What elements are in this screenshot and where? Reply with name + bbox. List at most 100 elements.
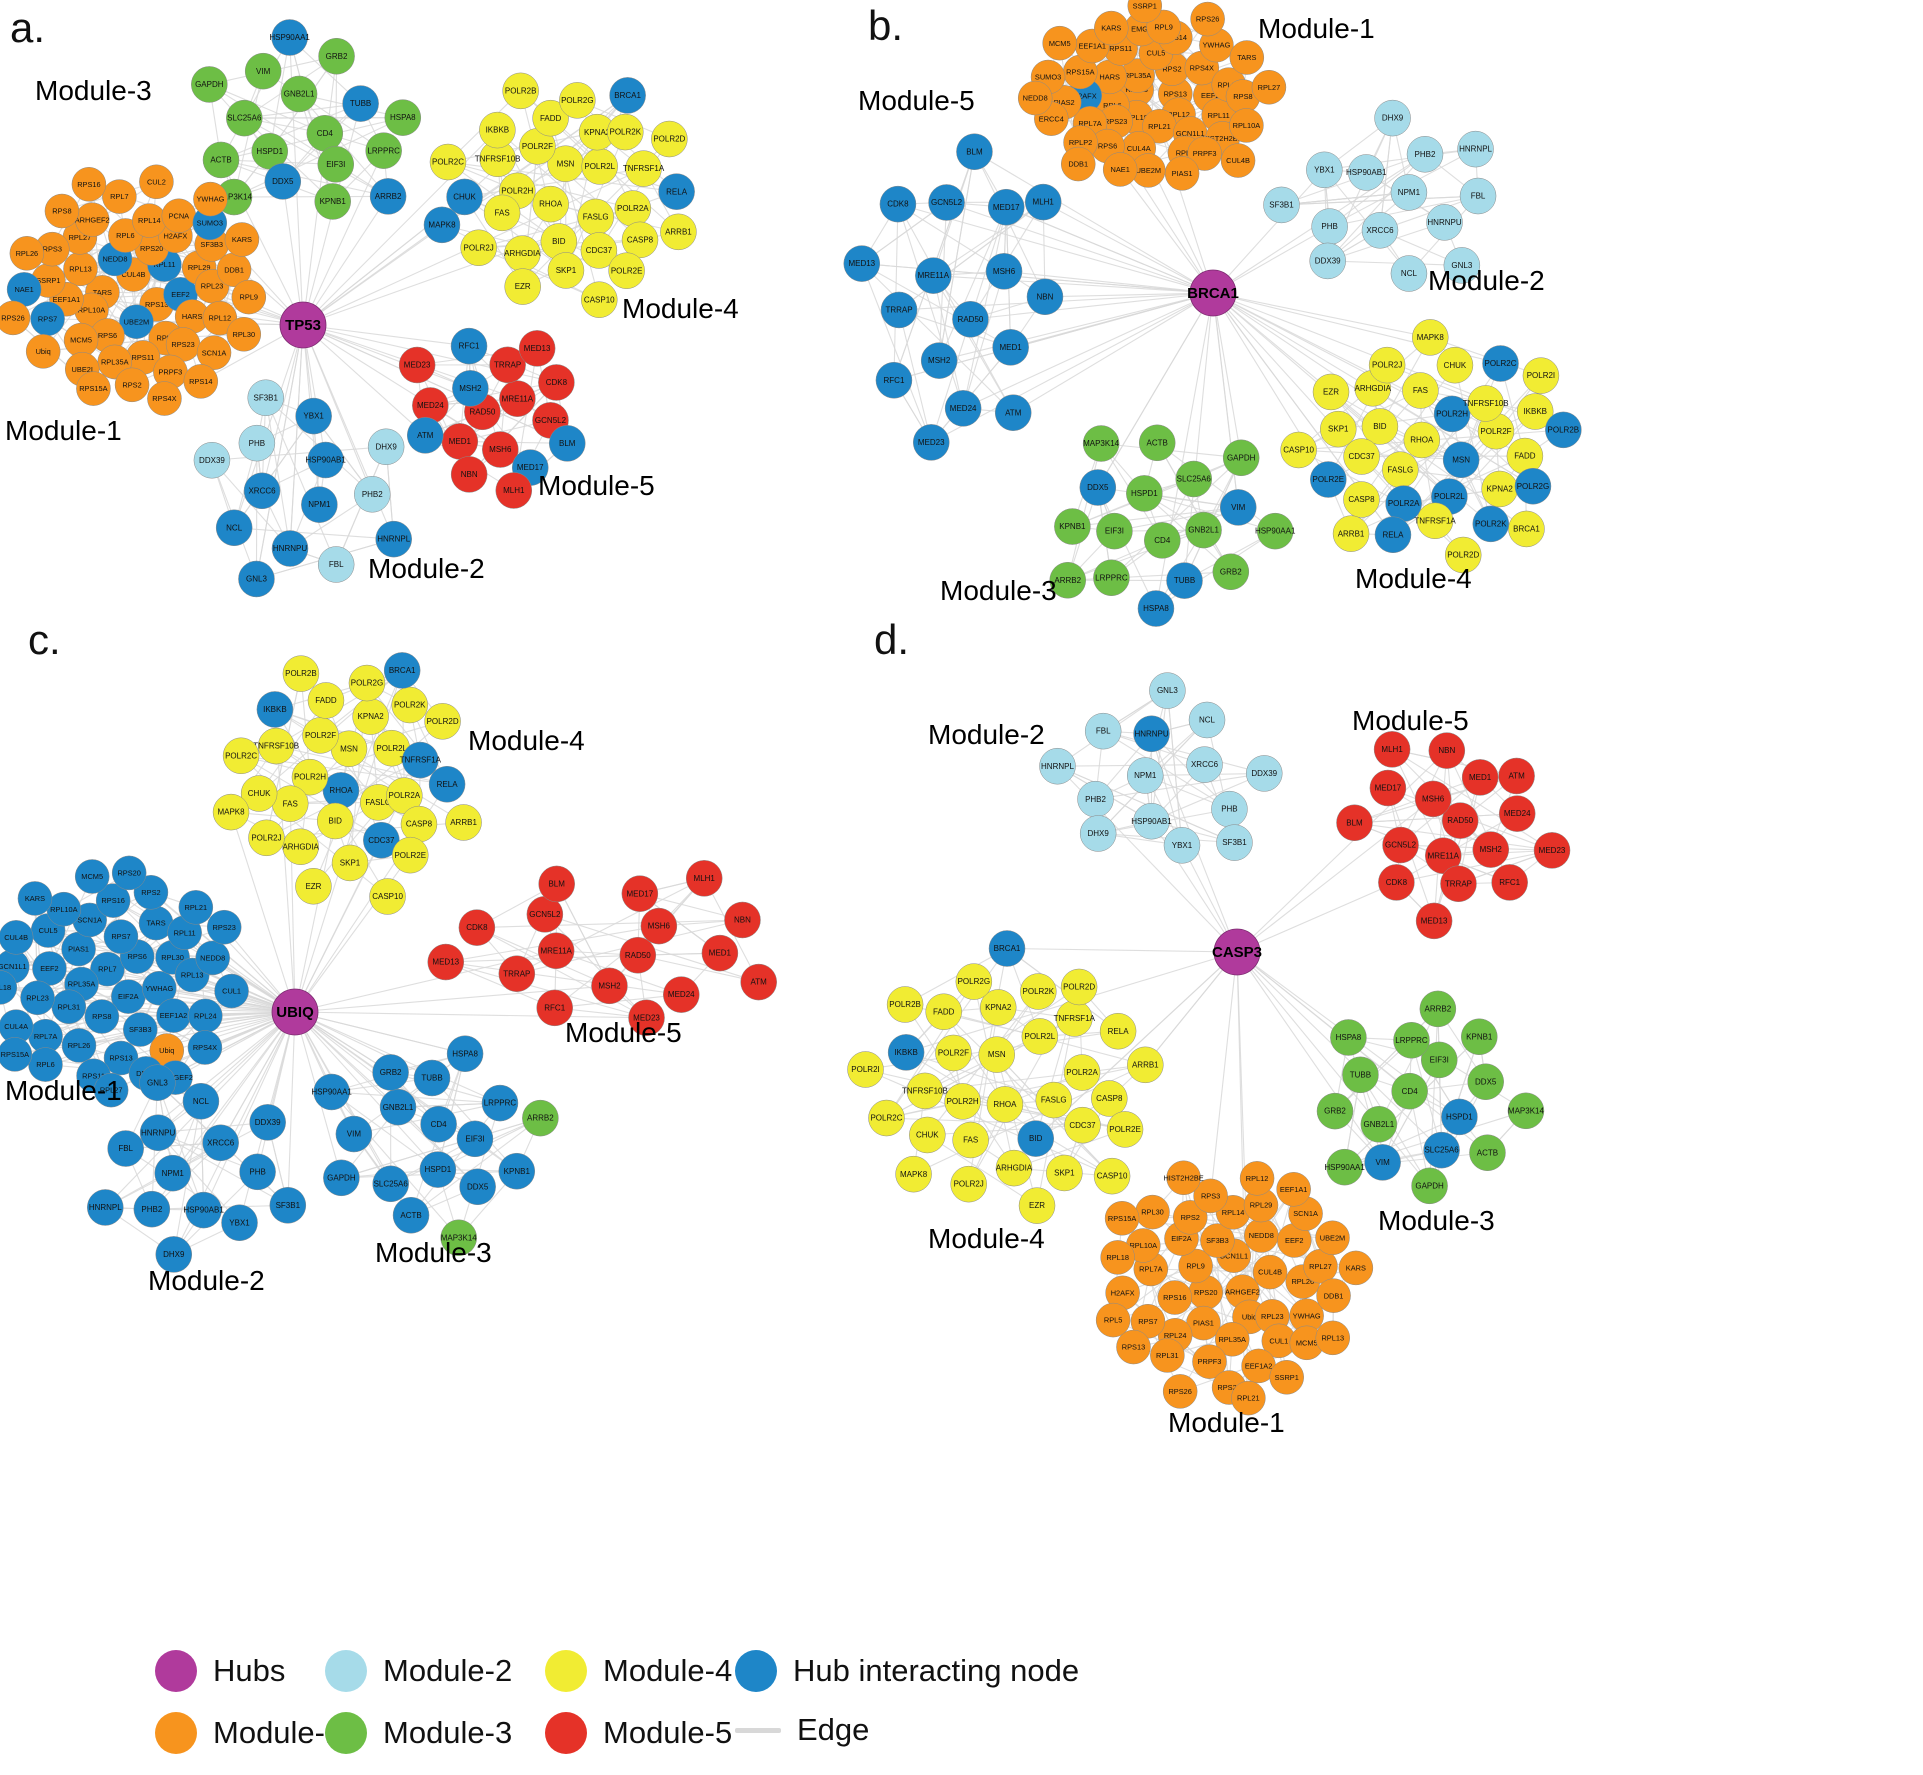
node-d-POLR2B [886,986,924,1023]
node-c-RELA [428,765,466,803]
node-b-POLR2G [1514,467,1552,505]
node-c-POLR2K [391,686,428,724]
node-a-POLR2G [559,82,596,119]
module3-swatch [325,1712,367,1754]
node-c-RPL27 [93,1072,129,1108]
node-d-MAP3K14 [1507,1092,1545,1130]
node-b-HNRNPL [1457,130,1494,168]
edge [1354,813,1518,824]
edge [331,1091,439,1171]
node-a-RPS16 [71,167,107,202]
node-a-RPL14 [132,203,167,238]
node-b-GRB2 [1212,553,1250,591]
node-c-ATM [740,963,777,1001]
node-a-CDC37 [580,232,618,269]
node-b-RFC1 [875,361,913,399]
edge [1329,153,1426,228]
node-c-RPL31 [51,989,87,1024]
node-c-BRCA1 [383,652,421,689]
node-b-POLR2K [1472,505,1510,543]
node-b-SLC25A6 [1175,460,1213,498]
edge [1133,1346,1230,1389]
module-label-d-module5: Module-5 [1352,705,1469,736]
hub-edge [962,292,1214,409]
edge [233,117,404,198]
edge [1382,1059,1440,1163]
node-b-TNFRSF10B [1467,385,1504,422]
node-b-ATM [994,394,1032,431]
node-d-EZR [1018,1187,1056,1224]
node-b-EZR [1312,373,1350,411]
edge [234,527,394,540]
node-b-KARS [1094,10,1129,46]
edge [1097,486,1239,508]
node-a-SLC25A6 [226,99,263,137]
node-a-RPS15A [76,371,111,406]
node-d-HSPD1 [1441,1098,1478,1136]
node-a-POLR2L [581,148,618,185]
node-b-MED13 [843,245,881,282]
node-b-MCM5 [1042,25,1077,61]
node-a-HNRNPU [271,530,309,567]
node-c-HNRNPU [139,1114,177,1151]
node-c-VIM [335,1115,373,1153]
node-b-HSPD1 [1126,475,1163,512]
node-b-LRPPRC [1093,559,1130,597]
edge [637,954,759,983]
node-c-CUL4B [0,920,34,955]
node-c-ARRB2 [522,1099,559,1137]
edge [1329,195,1479,228]
node-d-ATM [1498,757,1535,795]
hub-edge [294,1011,433,1079]
node-d-FASLG [1035,1081,1072,1119]
node-c-POLR2C [222,737,260,775]
node-d-HIST2H2BE [1166,1160,1201,1196]
edge [1281,191,1409,206]
node-a-FAS [483,194,521,232]
node-b-POLR2H [1433,395,1471,433]
node-d-FBL [1084,712,1122,750]
node-c-DHX9 [155,1236,193,1273]
node-d-EEF1A1 [1276,1172,1311,1207]
legend-item-module3: Module-3 [325,1712,512,1754]
node-c-CDK8 [458,909,496,946]
node-d-LRPPRC [1393,1022,1430,1059]
node-b-NCL [1390,255,1428,292]
node-c-CUL1 [214,973,249,1009]
node-c-POLR2H [291,758,329,796]
node-d-KPNA2 [979,989,1017,1026]
node-d-BID [1017,1120,1054,1157]
node-d-RPL31 [1150,1338,1185,1373]
node-a-CASP8 [621,221,659,259]
node-c-HNRNPL [87,1189,124,1226]
node-a-PHB [238,424,276,462]
node-d-FAS [952,1121,989,1159]
edge [904,948,1008,1005]
node-a-ARHGDIA [504,235,541,272]
node-a-RPL26 [9,236,45,271]
edge [861,263,1014,414]
hub-edge [294,1011,466,1055]
node-a-FASLG [577,198,614,236]
edge [1391,748,1553,851]
hub-edge [16,1011,296,1028]
legend-label: Hub interacting node [793,1653,1080,1688]
hub-edge [287,1011,296,1206]
node-b-NPM1 [1390,174,1428,211]
edge [1097,487,1157,609]
node-b-HNRNPU [1426,204,1463,241]
hub-edge [1144,951,1238,1066]
node-a-FADD [532,99,569,137]
node-d-IKBKB [887,1034,925,1071]
edge [1379,118,1394,231]
node-d-DDB1 [1316,1278,1351,1313]
node-d-CD4 [1391,1072,1428,1110]
node-c-PHB2 [133,1190,171,1228]
node-c-YBX1 [221,1204,258,1241]
panel-letter-c: c. [28,616,61,663]
node-d-RPL13 [1315,1320,1351,1356]
node-c-EIF3I [456,1120,494,1158]
node-a-SCN1A [196,335,232,370]
edge [927,1134,1038,1207]
edge [898,309,932,443]
